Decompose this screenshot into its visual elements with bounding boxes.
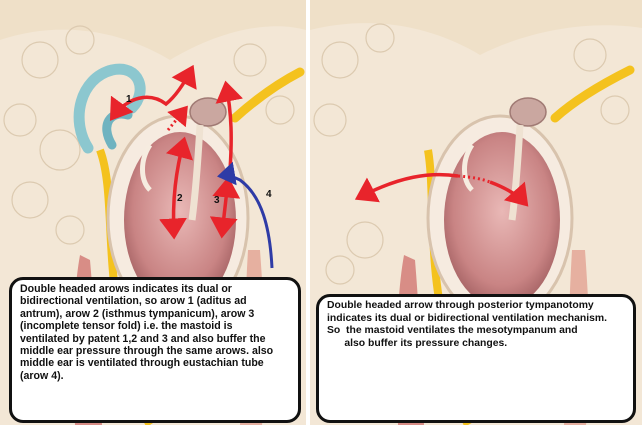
- caption-line: antrum), arow 2 (isthmus tympanicum), ar…: [20, 308, 290, 320]
- arrow-label-3: 3: [214, 195, 220, 206]
- ossicles: [190, 98, 226, 126]
- caption-line: also buffer its pressure changes.: [327, 338, 625, 351]
- caption-line: (arow 4).: [20, 370, 290, 382]
- arrow-label-4: 4: [266, 189, 272, 200]
- caption-line: Double headed arows indicates its dual o…: [20, 283, 290, 295]
- caption-line: ventilated by patent 1,2 and 3 and also …: [20, 333, 290, 345]
- caption-line: middle ear pressure through the same aro…: [20, 345, 290, 357]
- caption-line: Double headed arrow through posterior ty…: [327, 300, 625, 313]
- left-caption-box: Double headed arows indicates its dual o…: [9, 277, 301, 423]
- left-illustration-panel: 1 2 3 4 Double headed arows indicates it…: [0, 0, 306, 425]
- right-illustration-panel: Double headed arrow through posterior ty…: [310, 0, 642, 425]
- caption-line: (incomplete tensor fold) i.e. the mastoi…: [20, 320, 290, 332]
- caption-line: indicates its dual or bidirectional vent…: [327, 313, 625, 326]
- caption-line: So the mastoid ventilates the mesotympan…: [327, 325, 625, 338]
- arrow-label-2: 2: [177, 193, 183, 204]
- caption-line: middle ear is ventilated through eustach…: [20, 357, 290, 369]
- caption-line: bidirectional ventilation, so arow 1 (ad…: [20, 295, 290, 307]
- ossicles: [510, 98, 546, 126]
- right-caption-box: Double headed arrow through posterior ty…: [316, 294, 636, 423]
- arrow-label-1: 1: [126, 94, 132, 105]
